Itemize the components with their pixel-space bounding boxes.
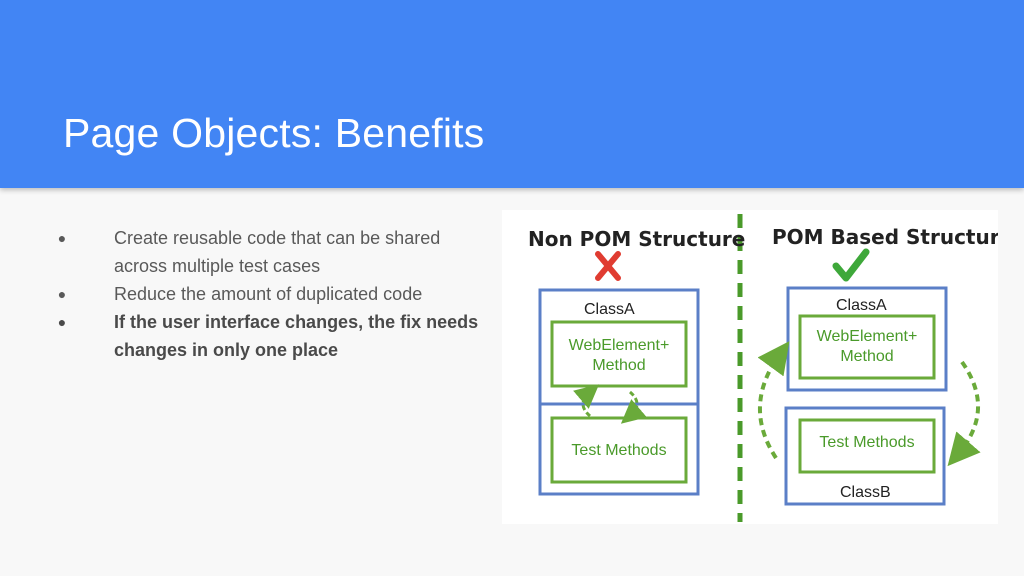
slide-title: Page Objects: Benefits (63, 110, 485, 156)
class-a-label-left: ClassA (584, 301, 635, 318)
circular-arrows-icon (573, 384, 647, 424)
cross-icon (595, 251, 621, 281)
bullet-text: Reduce the amount of duplicated code (114, 284, 423, 304)
test-methods-box-left (550, 416, 688, 484)
curved-arrows-icon (757, 341, 981, 467)
webelement-line1-right: WebElement+ (817, 328, 918, 345)
webelement-box-right (798, 314, 936, 380)
class-a-label-right: ClassA (836, 297, 887, 314)
class-a-box-right (786, 286, 948, 392)
webelement-box-left (550, 320, 688, 388)
class-b-label: ClassB (840, 484, 891, 501)
bullet-text: If the user interface changes, the fix n… (114, 312, 479, 360)
bullet-item: ● Create reusable code that can be share… (52, 224, 492, 280)
class-b-box (784, 406, 946, 506)
webelement-line2-right: Method (840, 348, 893, 365)
pom-heading: POM Based Structure (772, 225, 998, 249)
non-pom-heading: Non POM Structure (528, 227, 745, 251)
slide-header: Page Objects: Benefits (0, 0, 1024, 188)
bullet-dot-icon: ● (57, 230, 67, 246)
test-methods-label-left: Test Methods (571, 442, 666, 459)
test-methods-label-right: Test Methods (819, 434, 914, 451)
bullet-text: Create reusable code that can be shared … (114, 228, 441, 276)
bullet-dot-icon: ● (57, 314, 67, 330)
webelement-line2-left: Method (592, 357, 645, 374)
pom-diagram-svg: Non POM Structure ClassA WebElement+ Met… (528, 214, 998, 522)
bullet-item: ● If the user interface changes, the fix… (52, 308, 492, 364)
webelement-line1-left: WebElement+ (569, 337, 670, 354)
bullet-list: ● Create reusable code that can be share… (52, 224, 492, 364)
test-methods-box-right (798, 418, 936, 474)
bullet-item: ● Reduce the amount of duplicated code (52, 280, 492, 308)
pom-diagram: Non POM Structure ClassA WebElement+ Met… (502, 210, 998, 524)
check-icon (832, 248, 870, 282)
class-a-box-left (538, 288, 700, 496)
bullet-dot-icon: ● (57, 286, 67, 302)
